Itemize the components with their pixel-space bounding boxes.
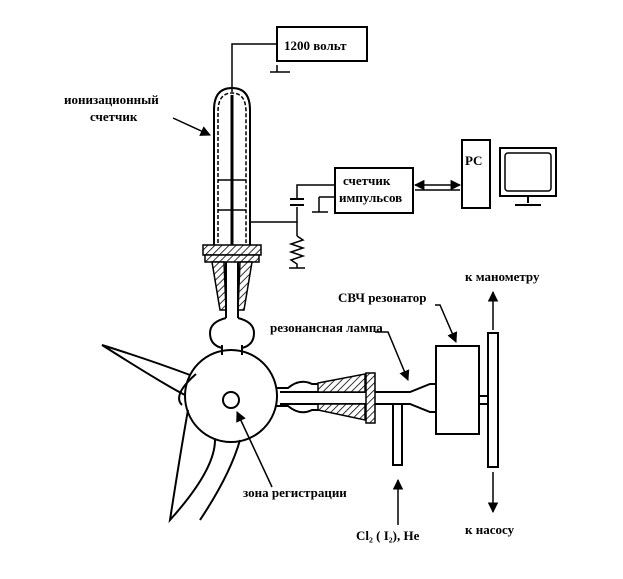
side-bulb: [276, 380, 330, 414]
gas-inlet-label: Cl₂ ( I₂), He: [356, 528, 420, 543]
ion-counter-label-1: ионизационный: [64, 92, 159, 107]
vertical-manifold: [487, 332, 499, 468]
fin-lower: [168, 409, 216, 524]
lamp-joint-bottom: [317, 403, 366, 421]
resonance-lamp-label: резонансная лампа: [270, 320, 383, 335]
pump-line: [487, 290, 499, 514]
vessel-body: [184, 349, 278, 443]
pulse-counter-label-1: счетчик: [343, 173, 391, 188]
counter-flange: [202, 244, 262, 256]
joint-left: [211, 261, 227, 311]
microwave-resonator: [435, 345, 480, 435]
voltage-supply: 1200 вольт: [231, 26, 368, 92]
ion-counter-label-2: счетчик: [90, 109, 138, 124]
pc-screen: [504, 152, 552, 192]
pc-label: PC: [465, 153, 482, 168]
reaction-vessel: [101, 344, 278, 524]
pulse-counter-box: [334, 167, 414, 214]
lamp-flange: [365, 372, 376, 424]
detection-zone-label: зона регистрации: [243, 485, 347, 500]
pc-tower: [461, 139, 491, 209]
counter-inner-dashed: [217, 92, 247, 243]
pulse-counter-label-2: импульсов: [339, 190, 402, 205]
resonance-lamp-pointer: [375, 331, 410, 381]
lamp-arm: [276, 372, 492, 466]
to-pump-label: к насосу: [465, 522, 515, 537]
vertical-bulb: [208, 317, 256, 355]
lamp-joint-top: [317, 373, 366, 393]
microwave-pointer: [435, 304, 458, 343]
to-manometer-label: к манометру: [465, 269, 540, 284]
detection-zone-mark: [222, 391, 240, 409]
counter-outer-tube: [213, 86, 251, 245]
fin-upper-left: [101, 344, 191, 396]
resonance-lamp-body: [375, 383, 438, 413]
counter-circuit: [250, 184, 335, 269]
gas-inlet-tube: [392, 404, 403, 466]
resistor: [288, 235, 306, 268]
microwave-resonator-label: СВЧ резонатор: [338, 290, 426, 305]
pc: PC: [461, 139, 557, 209]
detection-zone-pointer: [236, 411, 273, 488]
pc-monitor: [499, 147, 557, 197]
ion-counter-pointer: [172, 117, 211, 136]
cap-wire: [296, 184, 335, 199]
hv-wire: [231, 43, 277, 92]
voltage-label: 1200 вольт: [284, 38, 347, 53]
joint-right: [237, 261, 253, 311]
ionization-counter: [202, 86, 262, 355]
signal-wire: [250, 207, 298, 223]
